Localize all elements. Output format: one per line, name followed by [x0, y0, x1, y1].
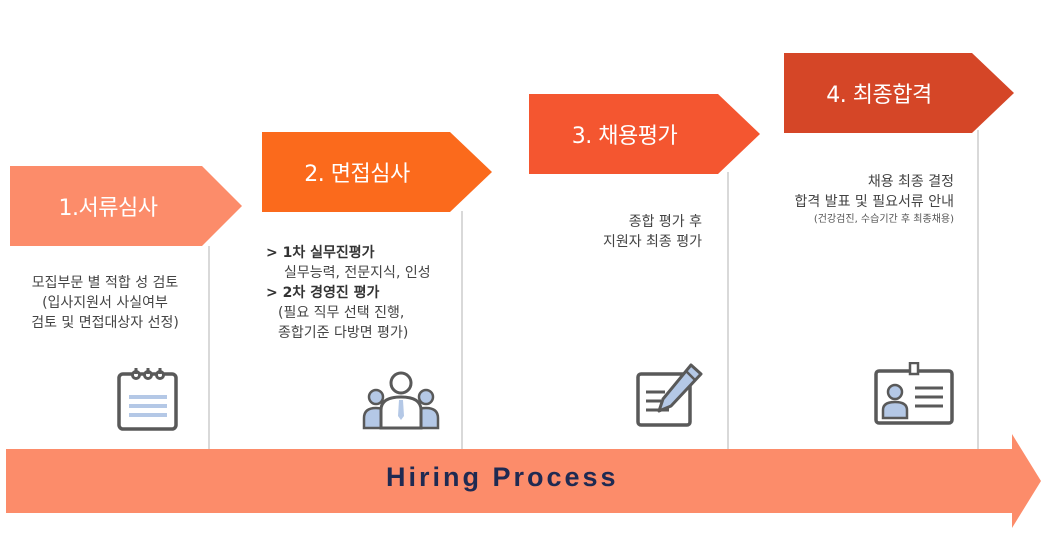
divider-3	[727, 172, 729, 451]
stage-3-shape	[529, 94, 760, 174]
stage-1-desc-line: 검토 및 면접대상자 선정)	[31, 315, 179, 331]
stage-2-heading-2: > 2차 경영진 평가	[266, 285, 380, 301]
stage-3-desc-line: 종합 평가 후	[628, 214, 702, 230]
stage-2-desc-line: 실무능력, 전문지식, 인성	[284, 265, 431, 281]
stage-1-desc-line: (입사지원서 사실여부	[42, 295, 168, 311]
stage-4-description: 채용 최종 결정 합격 발표 및 필요서류 안내 (건강검진, 수습기간 후 최…	[750, 172, 954, 228]
divider-1	[208, 246, 210, 451]
stage-1-label: 1.서류심사	[58, 196, 158, 221]
stage-3-arrow: 3. 채용평가	[529, 94, 760, 174]
stage-3-desc-line: 지원자 최종 평가	[602, 234, 702, 250]
stage-4-desc-line: 합격 발표 및 필요서류 안내	[794, 194, 954, 210]
stage-1-shape	[10, 166, 242, 246]
stage-3-label: 3. 채용평가	[571, 124, 678, 149]
stage-3-description: 종합 평가 후 지원자 최종 평가	[566, 212, 702, 252]
stage-2-label: 2. 면접심사	[304, 162, 410, 187]
stage-2-heading-1: > 1차 실무진평가	[266, 245, 375, 261]
stage-2-description: > 1차 실무진평가 실무능력, 전문지식, 인성 > 2차 경영진 평가 (필…	[266, 243, 431, 343]
id-card-icon	[874, 362, 954, 425]
pen-document-icon	[636, 363, 703, 427]
notepad-icon	[117, 368, 178, 431]
stage-1-arrow: 1.서류심사	[10, 166, 242, 246]
hiring-process-label: Hiring Process	[386, 462, 619, 492]
stage-1-desc-line: 모집부문 별 적합 성 검토	[31, 275, 179, 291]
stage-2-shape	[262, 132, 492, 212]
stage-2-desc-line: 종합기준 다방면 평가)	[278, 325, 409, 341]
stage-4-arrow: 4. 최종합격	[784, 53, 1014, 133]
stage-4-desc-note: (건강검진, 수습기간 후 최종채용)	[813, 214, 954, 225]
divider-2	[461, 211, 463, 451]
stage-4-shape	[784, 53, 1014, 133]
team-icon	[362, 371, 440, 430]
hiring-process-banner	[6, 434, 1041, 528]
stage-1-description: 모집부문 별 적합 성 검토 (입사지원서 사실여부 검토 및 면접대상자 선정…	[0, 273, 210, 333]
stage-2-arrow: 2. 면접심사	[262, 132, 492, 212]
stage-4-desc-line: 채용 최종 결정	[867, 174, 954, 190]
stage-4-label: 4. 최종합격	[826, 83, 932, 108]
stage-2-desc-line: (필요 직무 선택 진행,	[278, 305, 405, 321]
divider-4	[977, 130, 979, 451]
